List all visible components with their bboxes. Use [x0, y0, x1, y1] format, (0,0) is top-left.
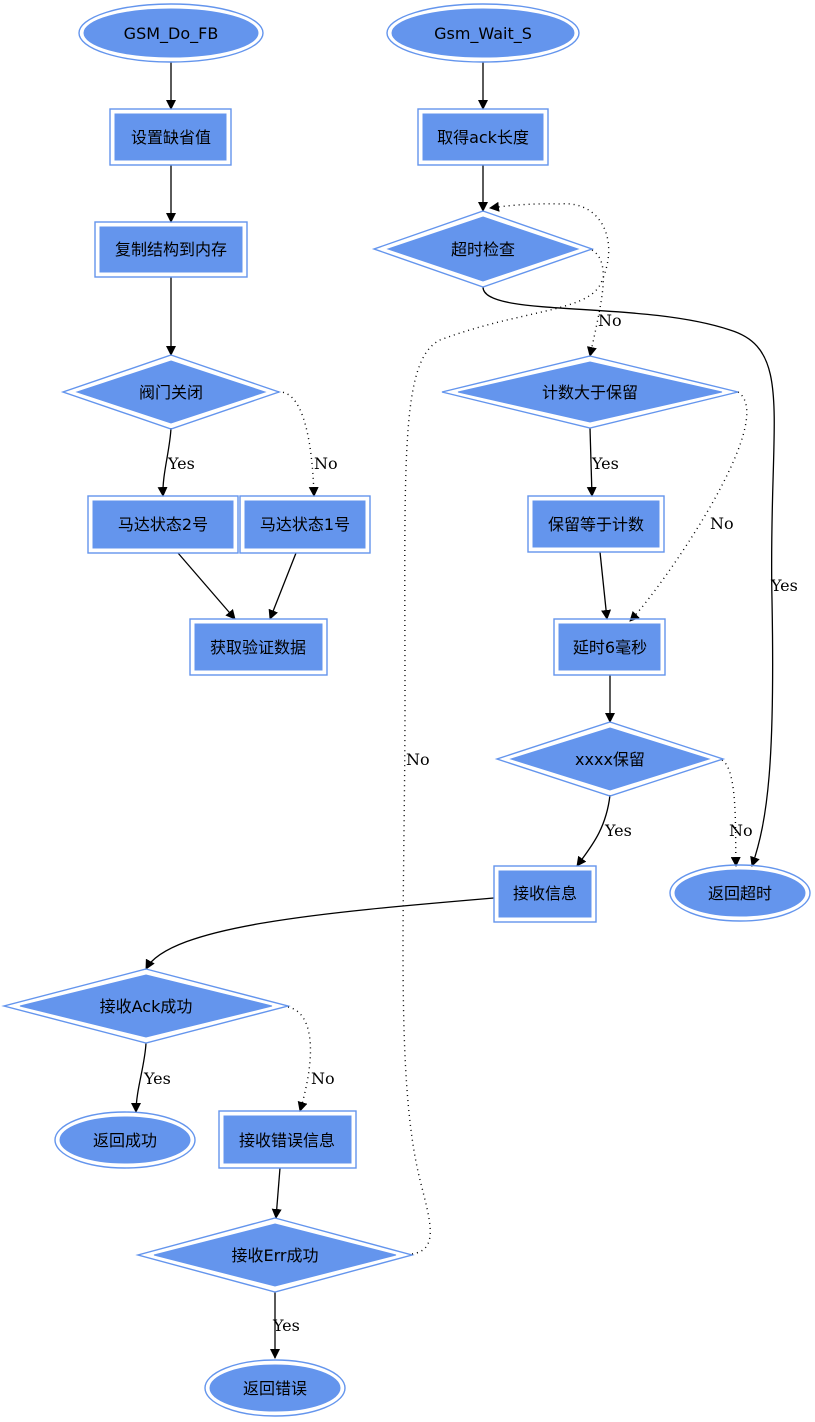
edge-ackok-no-to-receiveerror [287, 1006, 312, 1112]
edge-label-count-yes: Yes [591, 454, 619, 473]
edge-motor1-to-getverify [268, 552, 297, 620]
node-count-gt-reserve[interactable]: 计数大于保留 [441, 355, 739, 429]
edge-label-valve-yes: Yes [167, 454, 195, 473]
node-get-ack-length-label: 取得ack长度 [437, 128, 529, 147]
edge-motor2-to-getverify [177, 552, 236, 620]
edge-label-valve-no: No [314, 454, 338, 473]
edge-receiveerror-to-errok [271, 1167, 282, 1219]
node-get-ack-length[interactable]: 取得ack长度 [417, 108, 549, 166]
node-gsm-wait-s[interactable]: Gsm_Wait_S [386, 3, 580, 63]
node-set-default-label: 设置缺省值 [131, 128, 211, 147]
node-return-success-label: 返回成功 [93, 1131, 157, 1150]
node-count-gt-reserve-label: 计数大于保留 [542, 383, 638, 402]
node-gsm-do-fb[interactable]: GSM_Do_FB [78, 3, 264, 63]
node-delay-6ms-label: 延时6毫秒 [573, 638, 647, 657]
node-reserve-eq-count-label: 保留等于计数 [548, 515, 644, 534]
edge-label-err-no: No [406, 750, 430, 769]
node-valve-closed-label: 阀门关闭 [139, 383, 203, 402]
node-motor-state-2[interactable]: 马达状态2号 [87, 495, 239, 554]
node-copy-struct-label: 复制结构到内存 [115, 240, 227, 259]
node-set-default[interactable]: 设置缺省值 [109, 108, 232, 166]
node-receive-info-label: 接收信息 [513, 884, 577, 903]
edge-receiveinfo-to-ackok [145, 897, 495, 970]
node-receive-error-info-label: 接收错误信息 [239, 1131, 335, 1150]
edge-label-timeout-no: No [598, 311, 622, 330]
edge-labels: Yes No No Yes Yes No Yes No Yes No Yes N… [143, 311, 798, 1335]
edge-timeout-yes-to-returntimeout [482, 286, 775, 867]
node-receive-err-ok[interactable]: 接收Err成功 [135, 1217, 415, 1293]
edge-label-xxxx-yes: Yes [604, 821, 632, 840]
node-receive-err-ok-label: 接收Err成功 [232, 1246, 319, 1265]
node-reserve-eq-count[interactable]: 保留等于计数 [527, 495, 665, 553]
edge-xxxx-yes-to-receiveinfo [576, 794, 611, 867]
node-get-verify-data-label: 获取验证数据 [210, 638, 306, 657]
edge-xxxx-no-to-returntimeout [721, 759, 741, 867]
node-return-timeout-label: 返回超时 [708, 884, 772, 903]
node-receive-ack-ok[interactable]: 接收Ack成功 [1, 968, 291, 1044]
node-receive-ack-ok-label: 接收Ack成功 [100, 997, 193, 1016]
edge-label-xxxx-no: No [729, 821, 753, 840]
node-receive-info[interactable]: 接收信息 [493, 865, 597, 923]
node-return-timeout[interactable]: 返回超时 [669, 864, 811, 922]
node-return-success[interactable]: 返回成功 [54, 1111, 196, 1169]
edge-ackok-yes-to-returnsuccess [131, 1042, 147, 1113]
edges [131, 62, 775, 1359]
node-motor-state-1[interactable]: 马达状态1号 [239, 495, 371, 554]
node-get-verify-data[interactable]: 获取验证数据 [189, 618, 328, 676]
edge-label-ack-yes: Yes [143, 1069, 171, 1088]
node-xxxx-reserve-label: xxxx保留 [575, 750, 645, 769]
edge-timeout-no-to-count [586, 249, 605, 357]
edge-label-timeout-yes: Yes [770, 576, 798, 595]
edge-reserveeq-to-delay [599, 551, 612, 620]
edge-label-count-no: No [710, 514, 734, 533]
edge-count-no-to-delay [629, 391, 748, 622]
node-delay-6ms[interactable]: 延时6毫秒 [553, 618, 666, 676]
node-return-error[interactable]: 返回错误 [204, 1359, 346, 1417]
node-gsm-wait-s-label: Gsm_Wait_S [434, 24, 532, 44]
node-timeout-check[interactable]: 超时检查 [371, 210, 595, 288]
edge-count-yes-to-reserveeq [586, 427, 597, 497]
node-xxxx-reserve[interactable]: xxxx保留 [494, 721, 726, 797]
node-return-error-label: 返回错误 [243, 1379, 307, 1398]
node-motor-state-2-label: 马达状态2号 [118, 515, 208, 534]
edge-valve-no-to-motor1 [277, 391, 319, 497]
edge-errok-no-to-timeout [402, 201, 610, 1255]
node-motor-state-1-label: 马达状态1号 [260, 515, 350, 534]
node-timeout-check-label: 超时检查 [451, 240, 515, 259]
node-gsm-do-fb-label: GSM_Do_FB [124, 24, 219, 44]
edge-valve-yes-to-motor2 [157, 427, 172, 497]
edge-label-ack-no: No [311, 1069, 335, 1088]
nodes: GSM_Do_FB 设置缺省值 复制结构到内存 阀门关闭 马达状态2号 [1, 3, 811, 1417]
node-copy-struct[interactable]: 复制结构到内存 [94, 221, 248, 278]
node-valve-closed[interactable]: 阀门关闭 [60, 354, 282, 430]
edge-label-err-yes: Yes [272, 1316, 300, 1335]
node-receive-error-info[interactable]: 接收错误信息 [218, 1110, 357, 1169]
